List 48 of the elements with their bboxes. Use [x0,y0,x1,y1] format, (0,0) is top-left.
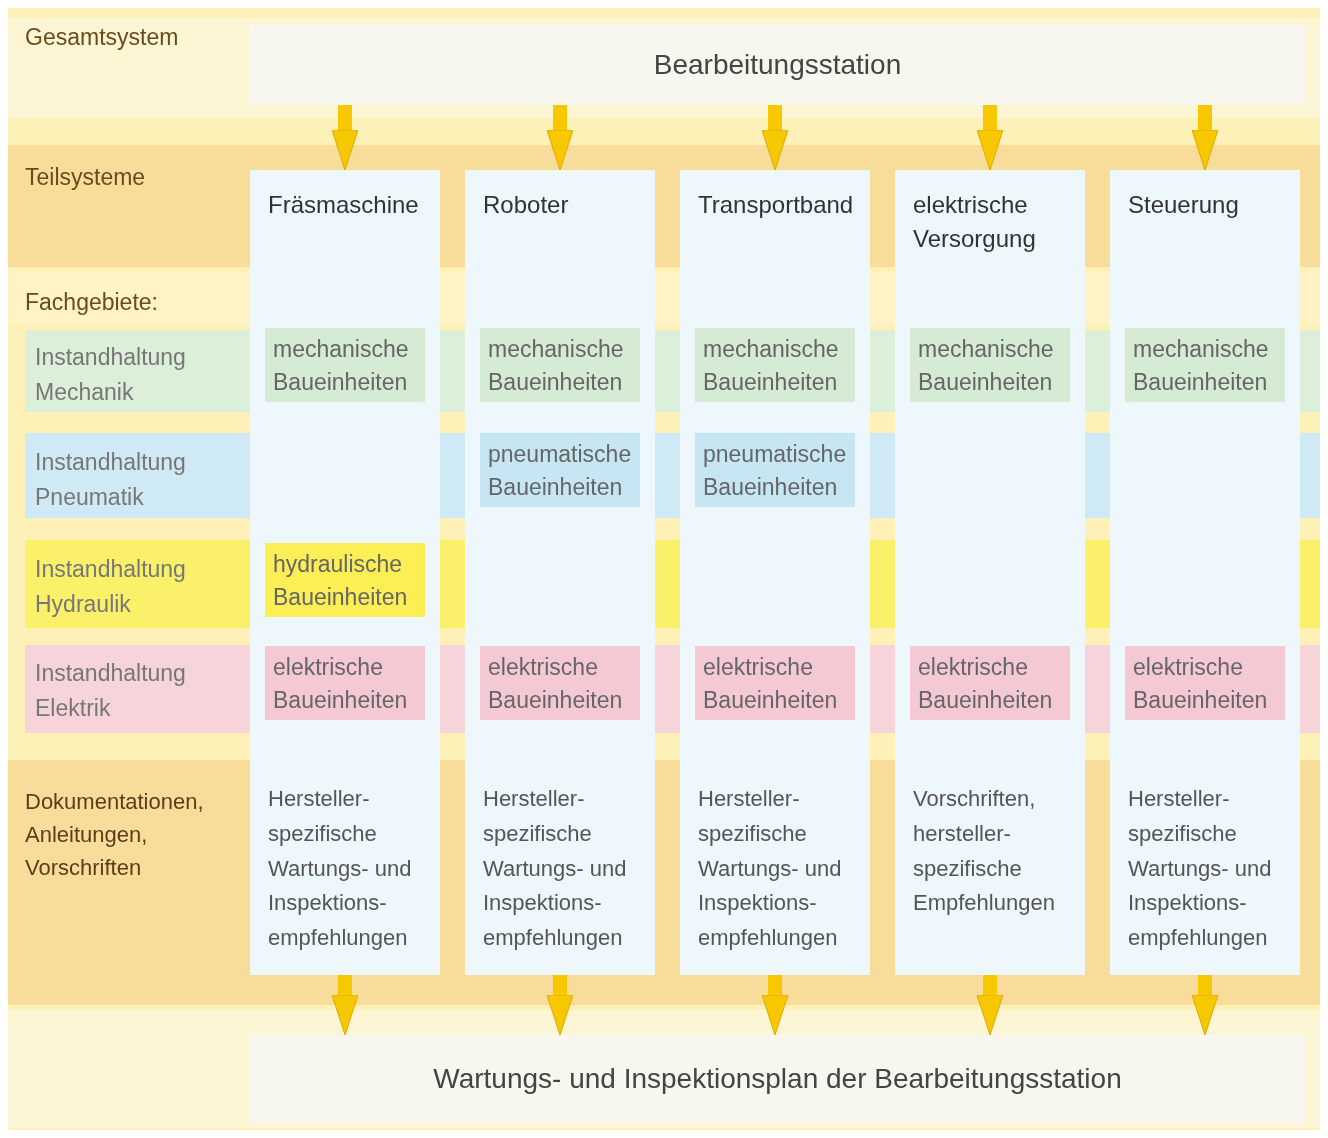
column-panel [465,170,655,975]
module-box: hydraulische Baueinheiten [265,543,425,617]
row-label: Instandhaltung Pneumatik [35,448,187,512]
row-label: Instandhaltung Mechanik [35,343,187,407]
column-panel [680,170,870,975]
arrow [976,105,1004,171]
module-box: elektrische Baueinheiten [910,646,1070,720]
arrow [546,105,574,171]
documentation-text: Hersteller- spezifische Wartungs- und Inspektions- empfehlungen [1128,785,1273,952]
arrow [761,105,789,171]
arrow [546,975,574,1036]
module-box: elektrische Baueinheiten [695,646,855,720]
documentation-text: Vorschriften, hersteller- spezifische Empfehlungen [913,785,1056,918]
column-panel [1110,170,1300,975]
module-box: mechanische Baueinheiten [695,328,855,402]
row-label: Gesamtsystem [25,23,180,52]
row-label: Instandhaltung Elektrik [35,659,187,723]
module-box: mechanische Baueinheiten [1125,328,1285,402]
module-box: elektrische Baueinheiten [1125,646,1285,720]
arrow [1191,105,1219,171]
row-label: Fachgebiete: [25,288,159,317]
column-panel [250,170,440,975]
arrow [331,975,359,1036]
row-label: Dokumentationen, Anleitungen, Vorschriften [25,788,205,882]
column-heading: Steuerung [1128,190,1240,220]
row-label: Teilsysteme [25,163,147,192]
arrow [761,975,789,1036]
module-box: elektrische Baueinheiten [480,646,640,720]
documentation-text: Hersteller- spezifische Wartungs- und Inspektions- empfehlungen [483,785,628,952]
documentation-text: Hersteller- spezifische Wartungs- und Inspektions- empfehlungen [698,785,843,952]
column-heading: Fräsmaschine [268,190,420,220]
column-heading: Roboter [483,190,570,220]
module-box: mechanische Baueinheiten [265,328,425,402]
arrow [976,975,1004,1036]
module-box: elektrische Baueinheiten [265,646,425,720]
arrow [331,105,359,171]
column-panel [895,170,1085,975]
arrow [1191,975,1219,1036]
column-heading: Transportband [698,190,855,220]
column-heading: elektrische Versorgung [913,190,1037,254]
module-box: mechanische Baueinheiten [910,328,1070,402]
module-box: pneumatische Baueinheiten [695,433,855,507]
documentation-text: Hersteller- spezifische Wartungs- und Inspektions- empfehlungen [268,785,413,952]
module-box: pneumatische Baueinheiten [480,433,640,507]
system-box: Bearbeitungsstation [250,25,1305,105]
row-label: Instandhaltung Hydraulik [35,555,187,619]
system-box: Wartungs- und Inspektionsplan der Bearbeitungsstation [250,1035,1305,1123]
module-box: mechanische Baueinheiten [480,328,640,402]
